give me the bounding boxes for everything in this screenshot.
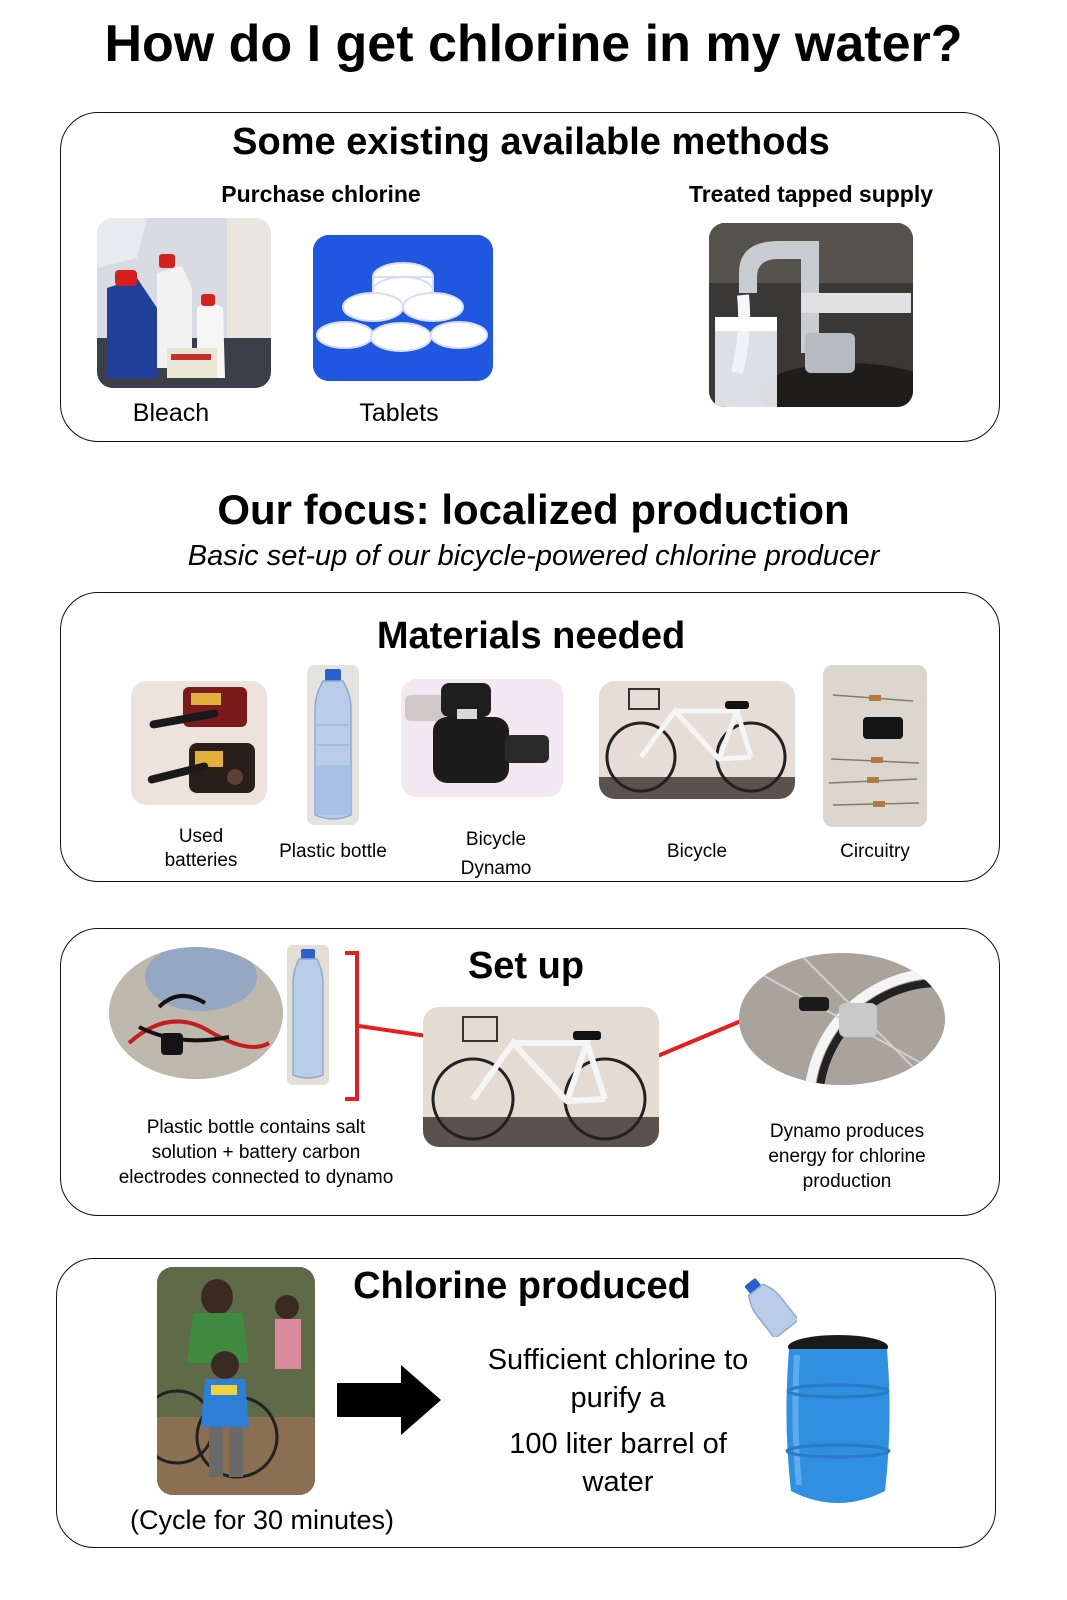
used-batteries-photo — [131, 681, 267, 805]
bicycle-dynamo-label-line1: Bicycle — [465, 829, 527, 850]
bottle-caption-line1: Plastic bottle contains salt — [146, 1117, 366, 1138]
purchase-chlorine-heading: Purchase chlorine — [221, 181, 421, 207]
used-batteries-label: Used batteries — [121, 825, 281, 873]
water-barrel-icon — [785, 1335, 891, 1503]
bracket-icon — [345, 951, 359, 1101]
chlorine-tablets-icon — [313, 235, 493, 381]
chlorine-produced-panel: Chlorine produced Sufficient chlorine to… — [56, 1258, 996, 1548]
bleach-bottles-icon — [97, 218, 271, 388]
result-line3: 100 liter barrel of — [509, 1428, 727, 1460]
used-batteries-label-line2: batteries — [164, 850, 238, 871]
dynamo-caption-line3: production — [802, 1171, 892, 1192]
existing-methods-panel: Some existing available methods Purchase… — [60, 112, 1000, 442]
bicycle-dynamo-label: Bicycle Dynamo — [411, 825, 581, 883]
setup-panel: Set up — [60, 928, 1000, 1216]
circuitry-photo — [823, 665, 927, 827]
setup-bottle-icon — [287, 945, 329, 1085]
dynamo-caption-line1: Dynamo produces — [769, 1121, 925, 1142]
cyclist-icon — [157, 1267, 315, 1495]
result-text: Sufficient chlorine to purify a 100 lite… — [453, 1341, 783, 1501]
bleach-photo — [97, 218, 271, 388]
wires-icon — [109, 947, 283, 1079]
setup-bicycle-photo — [423, 1007, 659, 1147]
treated-supply-heading: Treated tapped supply — [688, 181, 934, 207]
setup-heading: Set up — [467, 945, 585, 987]
pouring-bottle-icon — [745, 1278, 797, 1337]
faucet-photo — [709, 223, 913, 407]
dynamo-caption-line2: energy for chlorine — [768, 1146, 926, 1167]
setup-bottle-photo — [287, 945, 329, 1085]
dynamo-mounted-photo — [739, 953, 945, 1085]
tablets-label: Tablets — [359, 399, 439, 427]
bleach-label: Bleach — [132, 399, 210, 427]
bicycle-dynamo-label-line2: Dynamo — [460, 858, 532, 879]
page-title: How do I get chlorine in my water? — [104, 15, 963, 73]
bottle-caption: Plastic bottle contains salt solution + … — [81, 1115, 431, 1190]
existing-methods-heading: Some existing available methods — [232, 121, 830, 163]
bicycle-dynamo-photo — [401, 679, 563, 797]
result-line1: Sufficient chlorine to — [487, 1344, 749, 1376]
circuitry-label: Circuitry — [840, 841, 910, 862]
electrodes-photo — [109, 947, 283, 1079]
bicycle-photo — [599, 681, 795, 799]
materials-heading: Materials needed — [376, 615, 686, 657]
cycle-caption: (Cycle for 30 minutes) — [129, 1505, 395, 1535]
battery-icon — [131, 681, 267, 805]
materials-panel: Materials needed Used batteries Plastic … — [60, 592, 1000, 882]
dynamo-mount-icon — [739, 953, 945, 1085]
bicycle-icon — [599, 681, 795, 799]
tablets-photo — [313, 235, 493, 381]
bicycle-label: Bicycle — [666, 841, 728, 862]
focus-subheading: Basic set-up of our bicycle-powered chlo… — [187, 540, 880, 572]
cycling-photo — [157, 1267, 315, 1495]
plastic-bottle-label: Plastic bottle — [279, 841, 387, 862]
bottle-caption-line3: electrodes connected to dynamo — [118, 1167, 394, 1188]
result-line4: water — [582, 1466, 654, 1498]
circuit-icon — [823, 665, 927, 827]
used-batteries-label-line1: Used — [178, 826, 224, 847]
water-tap-icon — [709, 223, 913, 407]
focus-heading: Our focus: localized production — [217, 486, 850, 533]
right-arrow-icon — [337, 1365, 441, 1435]
result-line2: purify a — [570, 1382, 666, 1414]
chlorine-produced-heading: Chlorine produced — [353, 1265, 691, 1307]
dynamo-caption: Dynamo produces energy for chlorine prod… — [737, 1119, 957, 1194]
dynamo-icon — [401, 679, 563, 797]
bottle-caption-line2: solution + battery carbon — [151, 1142, 361, 1163]
bottle-icon — [307, 665, 359, 825]
setup-bicycle-icon — [423, 1007, 659, 1147]
plastic-bottle-photo — [307, 665, 359, 825]
